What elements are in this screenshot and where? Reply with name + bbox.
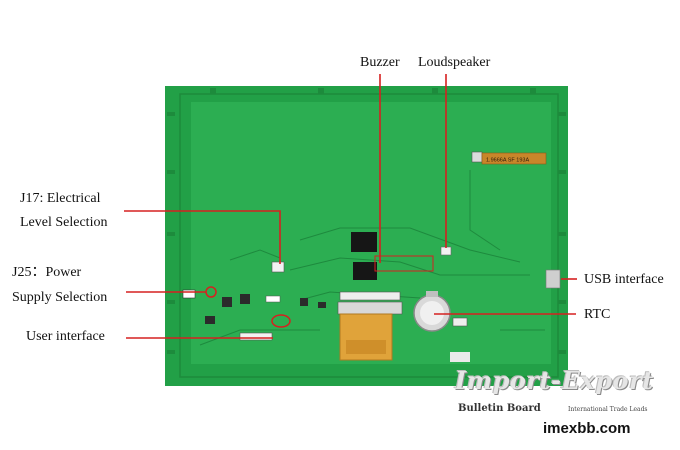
watermark-logo-text: Import-Export — [455, 366, 654, 395]
pcb-components: 1.9666A SF 193A — [182, 151, 561, 362]
watermark-subtitle-right: International Trade Leads — [568, 406, 648, 413]
ic-chip-1 — [351, 232, 377, 252]
rtc-header — [452, 317, 468, 327]
watermark-site: imexbb.com — [543, 420, 631, 437]
flex-chip-connector — [471, 151, 483, 163]
j17-leader — [124, 210, 281, 264]
rtc-label: RTC — [584, 307, 611, 322]
j17-label-line1: J17: Electrical — [20, 191, 101, 206]
user-interface-connector — [239, 332, 273, 341]
buzzer-label: Buzzer — [360, 55, 400, 70]
speaker-connector — [440, 246, 452, 256]
watermark-subtitle-left: Bulletin Board — [458, 403, 541, 414]
user-interface-label: User interface — [26, 329, 105, 344]
buzzer-highlight — [374, 255, 434, 272]
j17-header — [271, 261, 285, 273]
flex-cable-connector — [337, 301, 403, 315]
mounting-tabs — [167, 88, 566, 354]
fpc-stiffener — [346, 340, 386, 354]
user-interface-highlight — [271, 314, 291, 328]
ic-chip-2 — [353, 262, 377, 280]
annotation-lines — [124, 74, 577, 339]
chip-marking: 1.9666A SF 193A — [486, 158, 529, 164]
jumper-j25 — [182, 289, 196, 299]
loudspeaker-label: Loudspeaker — [418, 55, 491, 70]
usb-connector — [545, 269, 561, 289]
usb-interface-label: USB interface — [584, 272, 664, 287]
flex-chip — [481, 152, 547, 165]
rtc-battery-clip — [426, 291, 438, 297]
inductor — [222, 297, 232, 307]
j25-label-line2: Supply Selection — [12, 290, 108, 305]
connector-header — [339, 291, 401, 301]
pcb-board: 1.9666A SF 193A — [165, 86, 568, 386]
j17-label-line2: Level Selection — [20, 215, 108, 230]
j25-label-line1: J25：Power — [12, 265, 82, 280]
